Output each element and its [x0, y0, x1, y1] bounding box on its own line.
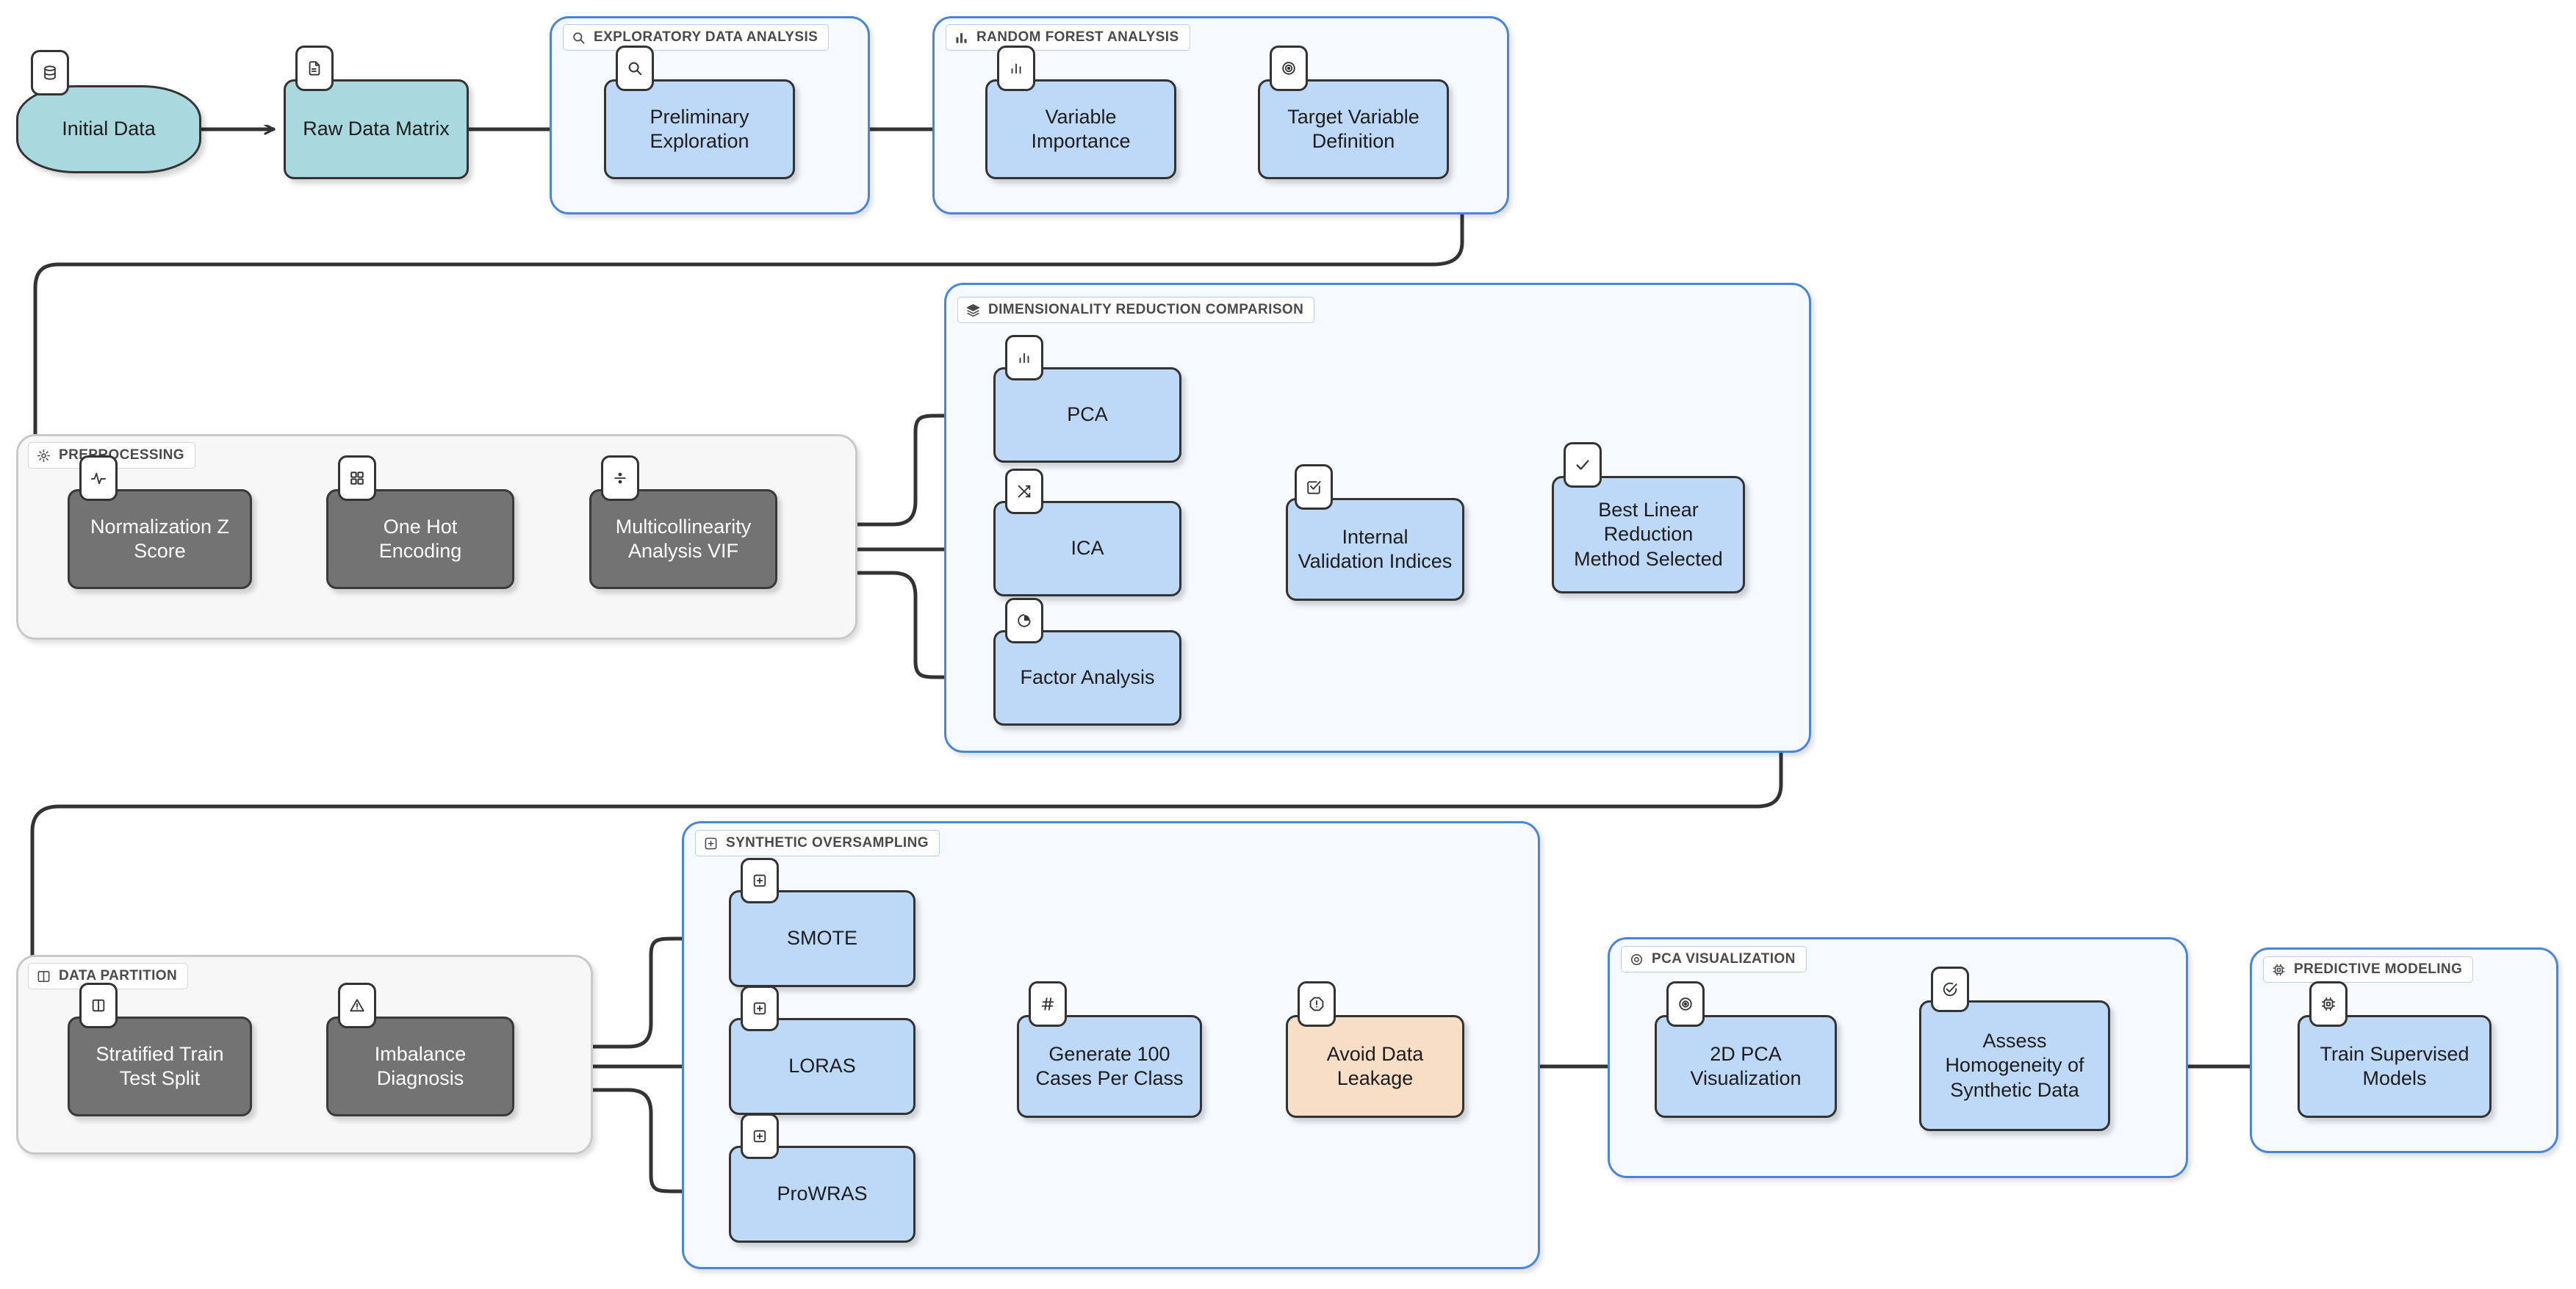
edge-imbalance-smote	[512, 939, 720, 1049]
node-pca[interactable]: PCA	[993, 367, 1181, 463]
plus-box-icon	[704, 837, 718, 851]
node-loras[interactable]: LORAS	[729, 1018, 915, 1115]
node-prowras[interactable]: ProWRAS	[729, 1146, 915, 1243]
node-label: LORAS	[788, 1055, 856, 1077]
chip-icon	[2309, 981, 2347, 1027]
node-label: PCA	[1067, 403, 1108, 426]
pie-chart-icon	[1005, 598, 1043, 643]
node-ica[interactable]: ICA	[993, 501, 1181, 596]
group-label-text: PREDICTIVE MODELING	[2294, 961, 2463, 977]
edge-vif-factor	[775, 571, 985, 677]
plus-box-icon	[741, 1113, 779, 1159]
node-label: Factor Analysis	[1020, 666, 1155, 689]
group-label-text: SYNTHETIC OVERSAMPLING	[726, 835, 929, 851]
target-icon	[1666, 981, 1705, 1027]
eye-icon	[1630, 953, 1644, 967]
check-icon	[1564, 442, 1602, 488]
plus-box-icon	[741, 858, 779, 903]
database-icon	[31, 50, 69, 95]
group-label-predictive-modeling: PREDICTIVE MODELING	[2263, 956, 2474, 983]
layers-icon	[966, 303, 980, 317]
hash-icon	[1029, 981, 1067, 1027]
divide-icon	[601, 455, 639, 501]
group-label-text: RANDOM FOREST ANALYSIS	[976, 29, 1179, 45]
group-label-text: PREPROCESSING	[59, 447, 184, 463]
bar-chart-icon	[954, 31, 968, 45]
node-label: Initial Data	[62, 118, 156, 140]
warning-icon	[338, 983, 376, 1028]
columns-icon	[37, 970, 51, 983]
pulse-icon	[79, 455, 118, 501]
plus-box-icon	[741, 986, 779, 1031]
edge-vif-pca	[775, 416, 985, 527]
grid-icon	[338, 455, 376, 501]
node-smote[interactable]: SMOTE	[729, 890, 915, 987]
node-label: ICA	[1071, 537, 1104, 560]
node-label: Raw Data Matrix	[303, 118, 450, 140]
node-factor-analysis[interactable]: Factor Analysis	[993, 630, 1181, 726]
node-label: ProWRAS	[777, 1183, 868, 1205]
group-label-synthetic-oversampling: SYNTHETIC OVERSAMPLING	[695, 830, 940, 856]
group-label-text: DATA PARTITION	[59, 968, 178, 983]
search-icon	[572, 31, 586, 45]
document-icon	[295, 46, 334, 91]
bar-chart-icon	[1005, 335, 1043, 380]
node-raw-data-matrix[interactable]: Raw Data Matrix	[284, 79, 469, 179]
bar-chart-icon	[997, 46, 1035, 91]
group-label-dimensionality-reduction-comparison: DIMENSIONALITY REDUCTION COMPARISON	[957, 297, 1315, 323]
edge-imbalance-prowras	[512, 1088, 720, 1191]
node-initial-data[interactable]: Initial Data	[16, 85, 201, 173]
group-label-text: PCA VISUALIZATION	[1652, 951, 1796, 967]
node-label: SMOTE	[786, 927, 857, 950]
gear-icon	[37, 449, 51, 463]
group-label-text: DIMENSIONALITY REDUCTION COMPARISON	[988, 302, 1304, 317]
checkbox-icon	[1295, 464, 1333, 510]
alert-octagon-icon	[1298, 981, 1336, 1027]
columns-icon	[79, 983, 118, 1028]
group-label-random-forest-analysis: RANDOM FOREST ANALYSIS	[946, 24, 1190, 51]
search-icon	[616, 46, 654, 91]
group-label-text: EXPLORATORY DATA ANALYSIS	[594, 29, 819, 45]
group-label-pca-visualization: PCA VISUALIZATION	[1621, 946, 1807, 972]
shuffle-icon	[1005, 469, 1043, 514]
group-label-exploratory-data-analysis: EXPLORATORY DATA ANALYSIS	[563, 24, 830, 51]
target-icon	[1270, 46, 1308, 91]
chip-icon	[2272, 963, 2286, 977]
check-circle-icon	[1931, 967, 1969, 1012]
